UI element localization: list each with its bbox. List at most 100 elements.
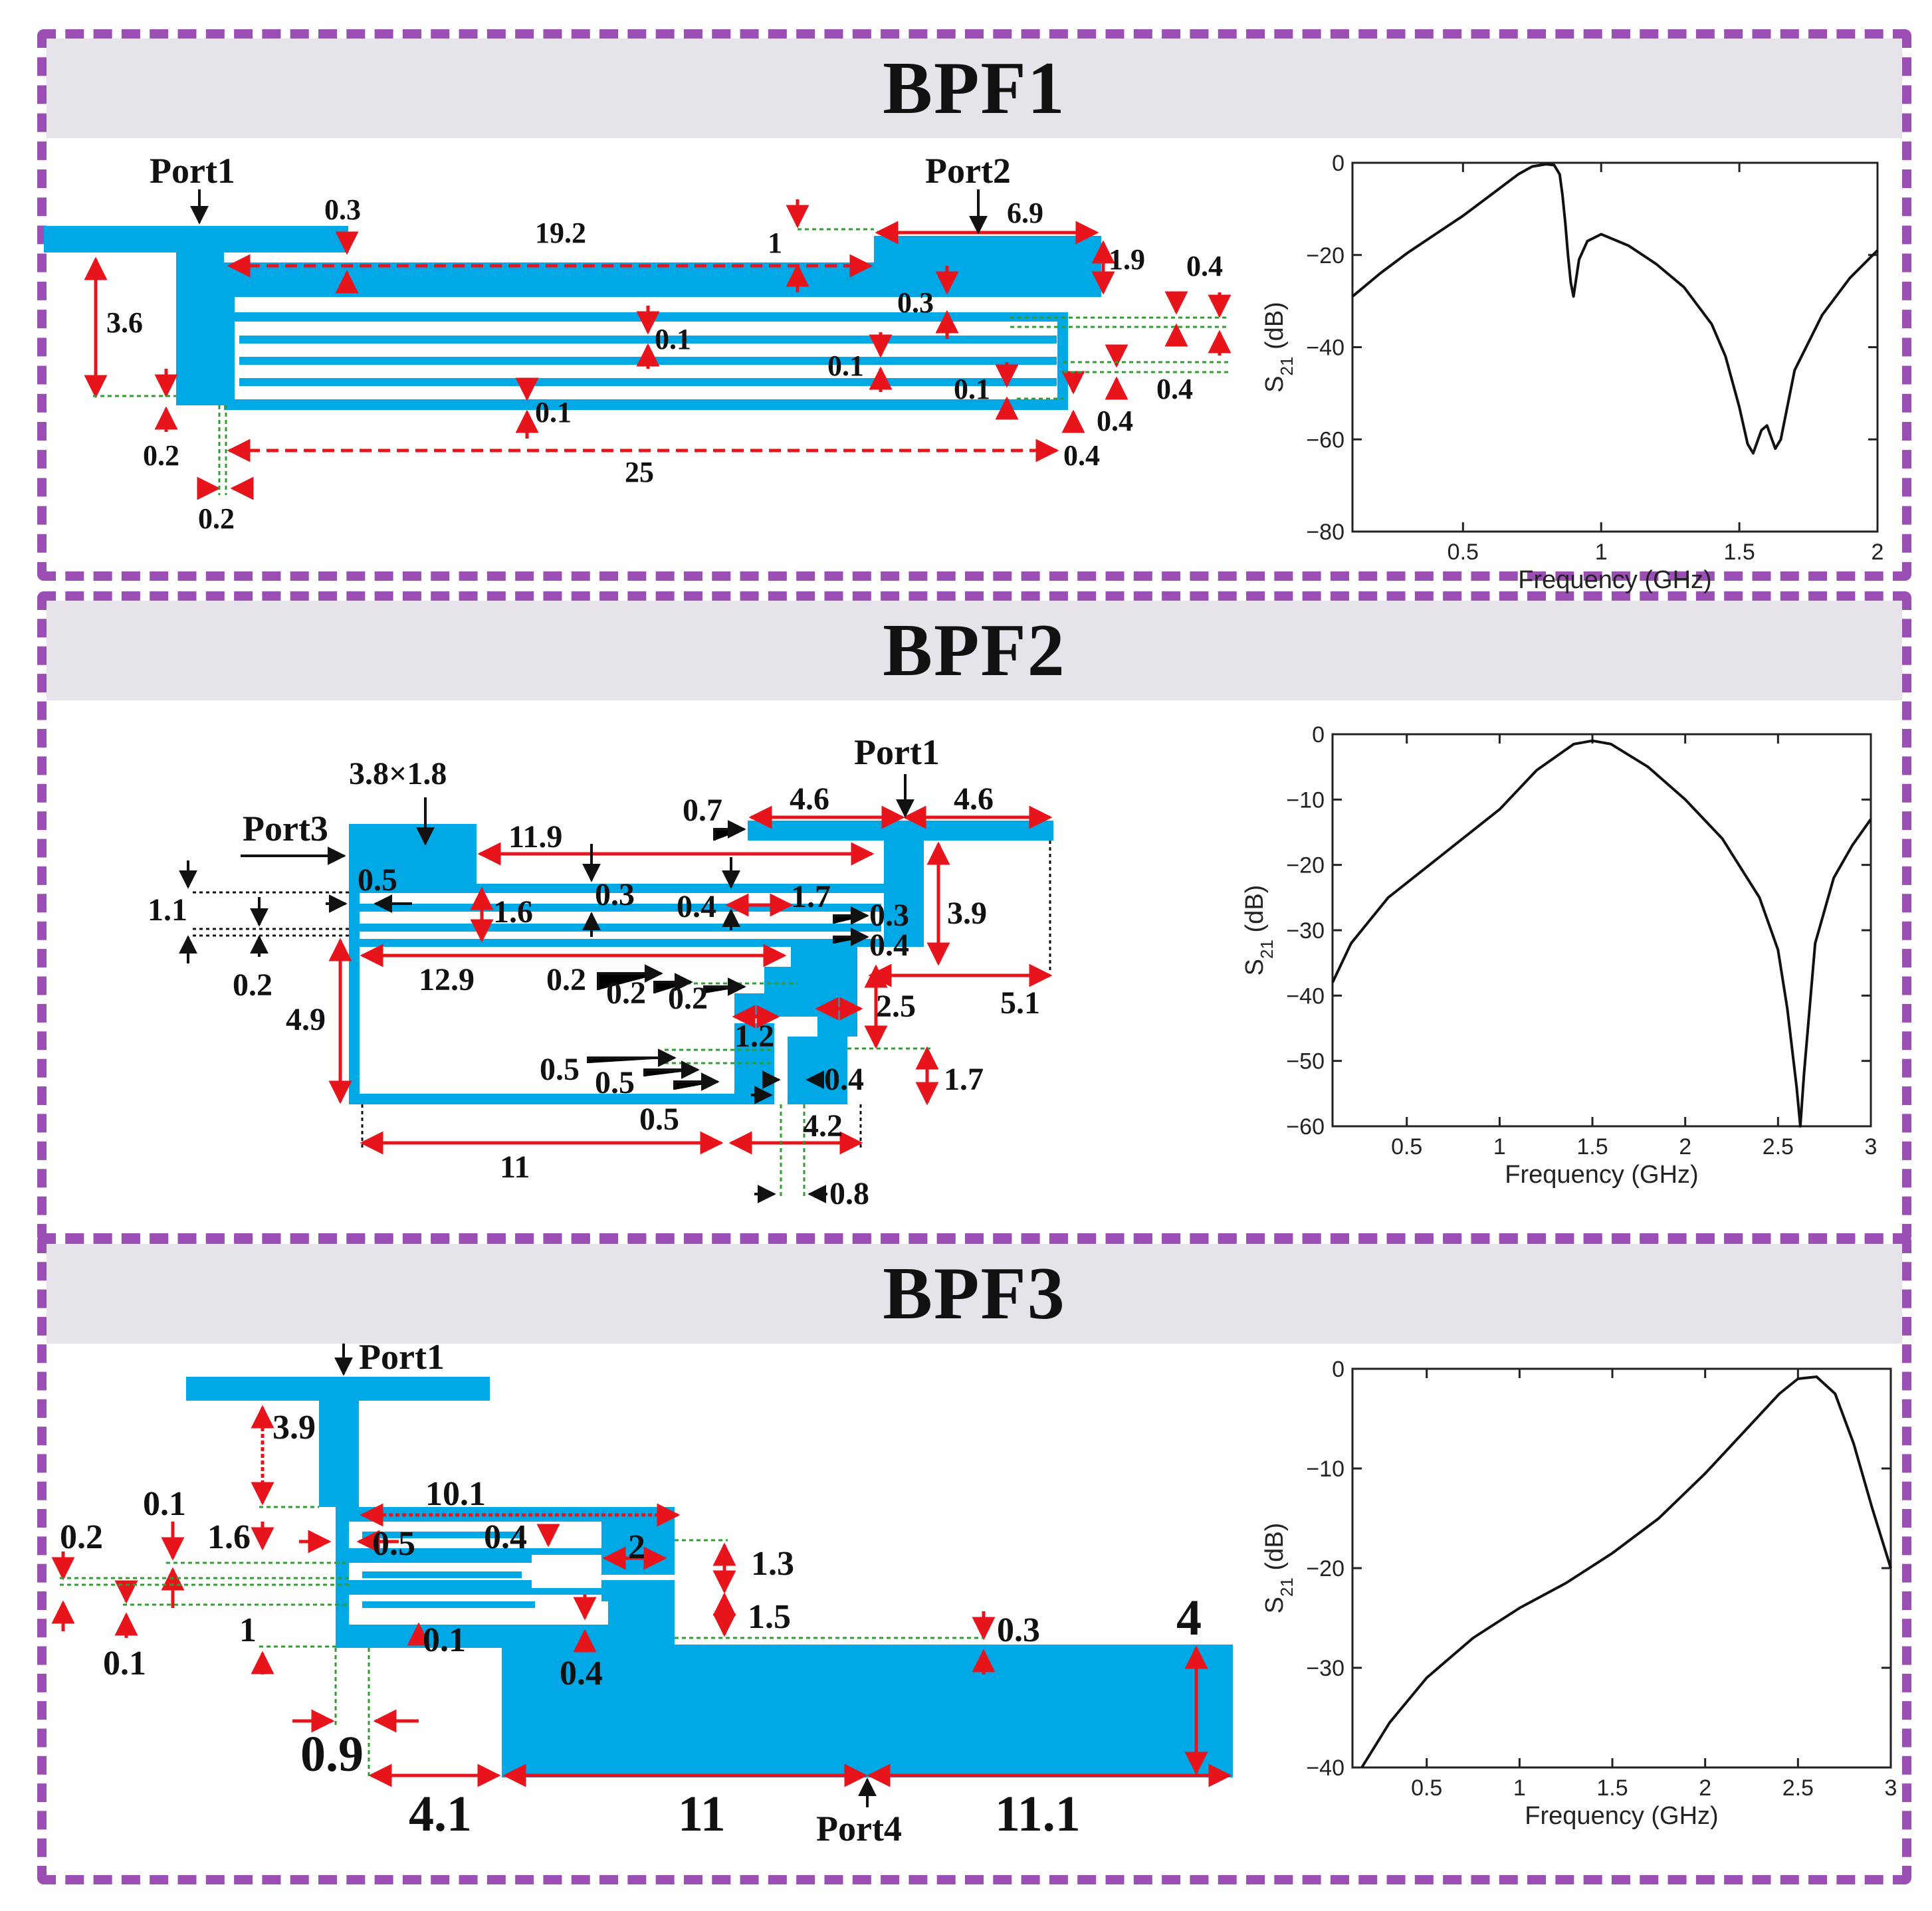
panel-header: BPF2 <box>47 601 1902 700</box>
s21-curve <box>1360 1375 1892 1769</box>
panel-title: BPF1 <box>883 47 1066 130</box>
y-tick-label: −10 <box>1306 1457 1344 1482</box>
dim-label: 4.1 <box>409 1786 472 1842</box>
dim-label: 0.2 <box>60 1518 103 1556</box>
y-tick-label: −50 <box>1286 1049 1325 1074</box>
microstrip-bpf3 <box>186 1377 1233 1777</box>
dim-label: 0.4 <box>560 1655 603 1692</box>
guide-lines-black <box>193 841 1051 1150</box>
dim-label: 0.5 <box>372 1525 415 1563</box>
dim-label: 4.2 <box>803 1108 843 1144</box>
port-arrows <box>179 774 914 1203</box>
dim-label: 4.6 <box>790 781 829 817</box>
dim-label: 0.1 <box>827 350 864 382</box>
dim-label: 0.4 <box>677 889 716 924</box>
x-tick-label: 0.5 <box>1448 540 1479 565</box>
dim-label: 0.1 <box>143 1485 186 1523</box>
dim-label: 0.4 <box>1063 439 1100 472</box>
x-axis-label: Frequency (GHz) <box>1505 1161 1698 1189</box>
dimension-lines <box>328 805 1053 1155</box>
bpf1-dimension-labels: 0.3 19.2 1 6.9 1.9 0.4 3.6 0.3 0.1 0.1 0… <box>106 193 1223 535</box>
dim-label: 11 <box>678 1786 726 1842</box>
dim-label: 1.2 <box>734 1019 774 1054</box>
dim-label: 0.3 <box>595 877 635 912</box>
dim-label: 0.4 <box>1097 405 1133 437</box>
dim-label: 0.5 <box>639 1102 679 1137</box>
y-tick-label: −40 <box>1286 983 1325 1009</box>
bpf3-layout: Port1 Port4 3.9 10.1 0.1 0.2 1.6 0.5 0.4… <box>51 1337 1233 1849</box>
y-tick-label: 0 <box>1312 722 1325 748</box>
y-axis-label: S21 (dB) <box>1241 885 1277 976</box>
dimension-lines <box>84 199 1232 500</box>
guide-lines <box>93 228 1230 495</box>
dim-label: 12.9 <box>419 962 475 997</box>
s21-curve <box>1351 163 1879 455</box>
x-tick-label: 3 <box>1885 1775 1897 1801</box>
dim-label: 0.5 <box>595 1065 635 1100</box>
dim-label: 1.7 <box>944 1062 984 1097</box>
dim-label: 0.2 <box>546 962 586 997</box>
y-tick-label: −30 <box>1306 1656 1344 1681</box>
dim-label: 0.4 <box>869 928 909 963</box>
y-tick-label: −30 <box>1286 918 1325 944</box>
port4-label: Port4 <box>816 1809 902 1849</box>
s21-curve <box>1331 739 1872 1128</box>
x-tick-label: 1 <box>1513 1775 1526 1801</box>
dim-label: 0.9 <box>300 1726 364 1782</box>
bpf3-large-labels: 4 0.9 4.1 11 11.1 <box>300 1590 1202 1842</box>
dim-label: 4.9 <box>286 1002 326 1037</box>
dim-label: 2.5 <box>876 989 916 1024</box>
y-axis-label: S21 (dB) <box>1261 1523 1297 1614</box>
dim-label: 19.2 <box>535 217 586 249</box>
y-tick-label: −80 <box>1306 520 1344 545</box>
x-tick-label: 1.5 <box>1596 1775 1628 1801</box>
x-tick-label: 0.5 <box>1411 1775 1442 1801</box>
x-tick-label: 1.5 <box>1723 540 1755 565</box>
dim-label: 3.9 <box>947 896 987 931</box>
panel-bpf1: BPF1 <box>37 29 1911 581</box>
dim-label: 1.9 <box>1109 243 1145 276</box>
dim-label: 2 <box>628 1528 645 1566</box>
dim-label: 0.3 <box>897 286 934 319</box>
dim-label: 1.6 <box>207 1518 251 1556</box>
y-tick-label: −20 <box>1306 243 1344 268</box>
guide-lines <box>60 1506 984 1777</box>
microstrip-bpf1 <box>44 226 1101 410</box>
dim-label: 0.3 <box>869 898 909 933</box>
y-tick-label: 0 <box>1332 151 1344 176</box>
dim-label: 0.2 <box>668 981 708 1016</box>
dim-label: 1.1 <box>148 892 187 928</box>
dim-label: 0.1 <box>535 396 572 429</box>
dim-label: 0.8 <box>829 1176 869 1211</box>
dim-label: 11.9 <box>508 819 562 855</box>
y-tick-label: −40 <box>1306 336 1344 361</box>
bpf3-dimension-labels: 3.9 10.1 0.1 0.2 1.6 0.5 0.4 2 1.3 1.5 0… <box>60 1409 1040 1692</box>
dim-label: 10.1 <box>425 1475 486 1513</box>
panel-title: BPF2 <box>883 609 1066 692</box>
x-tick-label: 1.5 <box>1576 1134 1608 1159</box>
dim-label: 0.4 <box>1156 373 1193 405</box>
y-tick-label: −60 <box>1286 1114 1325 1140</box>
port1-label: Port1 <box>150 151 235 191</box>
dim-label: 0.3 <box>997 1611 1040 1649</box>
x-axis-label: Frequency (GHz) <box>1518 566 1711 594</box>
dim-label: 0.1 <box>423 1621 466 1659</box>
dim-label: 3.9 <box>272 1409 316 1447</box>
x-tick-label: 0.5 <box>1391 1134 1422 1159</box>
dim-label: 0.5 <box>540 1052 580 1087</box>
y-tick-label: −40 <box>1306 1756 1344 1781</box>
x-tick-label: 2 <box>1699 1775 1711 1801</box>
dim-label: 11 <box>500 1150 530 1185</box>
panel-header: BPF3 <box>47 1244 1902 1344</box>
dim-label: 0.2 <box>143 439 179 472</box>
dim-label: 25 <box>625 456 654 488</box>
dim-label: 0.1 <box>655 323 691 355</box>
port1-label: Port1 <box>854 732 940 772</box>
dim-label: 1.6 <box>493 894 533 930</box>
dim-label: 0.4 <box>1186 250 1223 282</box>
dim-label: 11.1 <box>995 1786 1081 1842</box>
y-tick-label: −60 <box>1306 427 1344 453</box>
